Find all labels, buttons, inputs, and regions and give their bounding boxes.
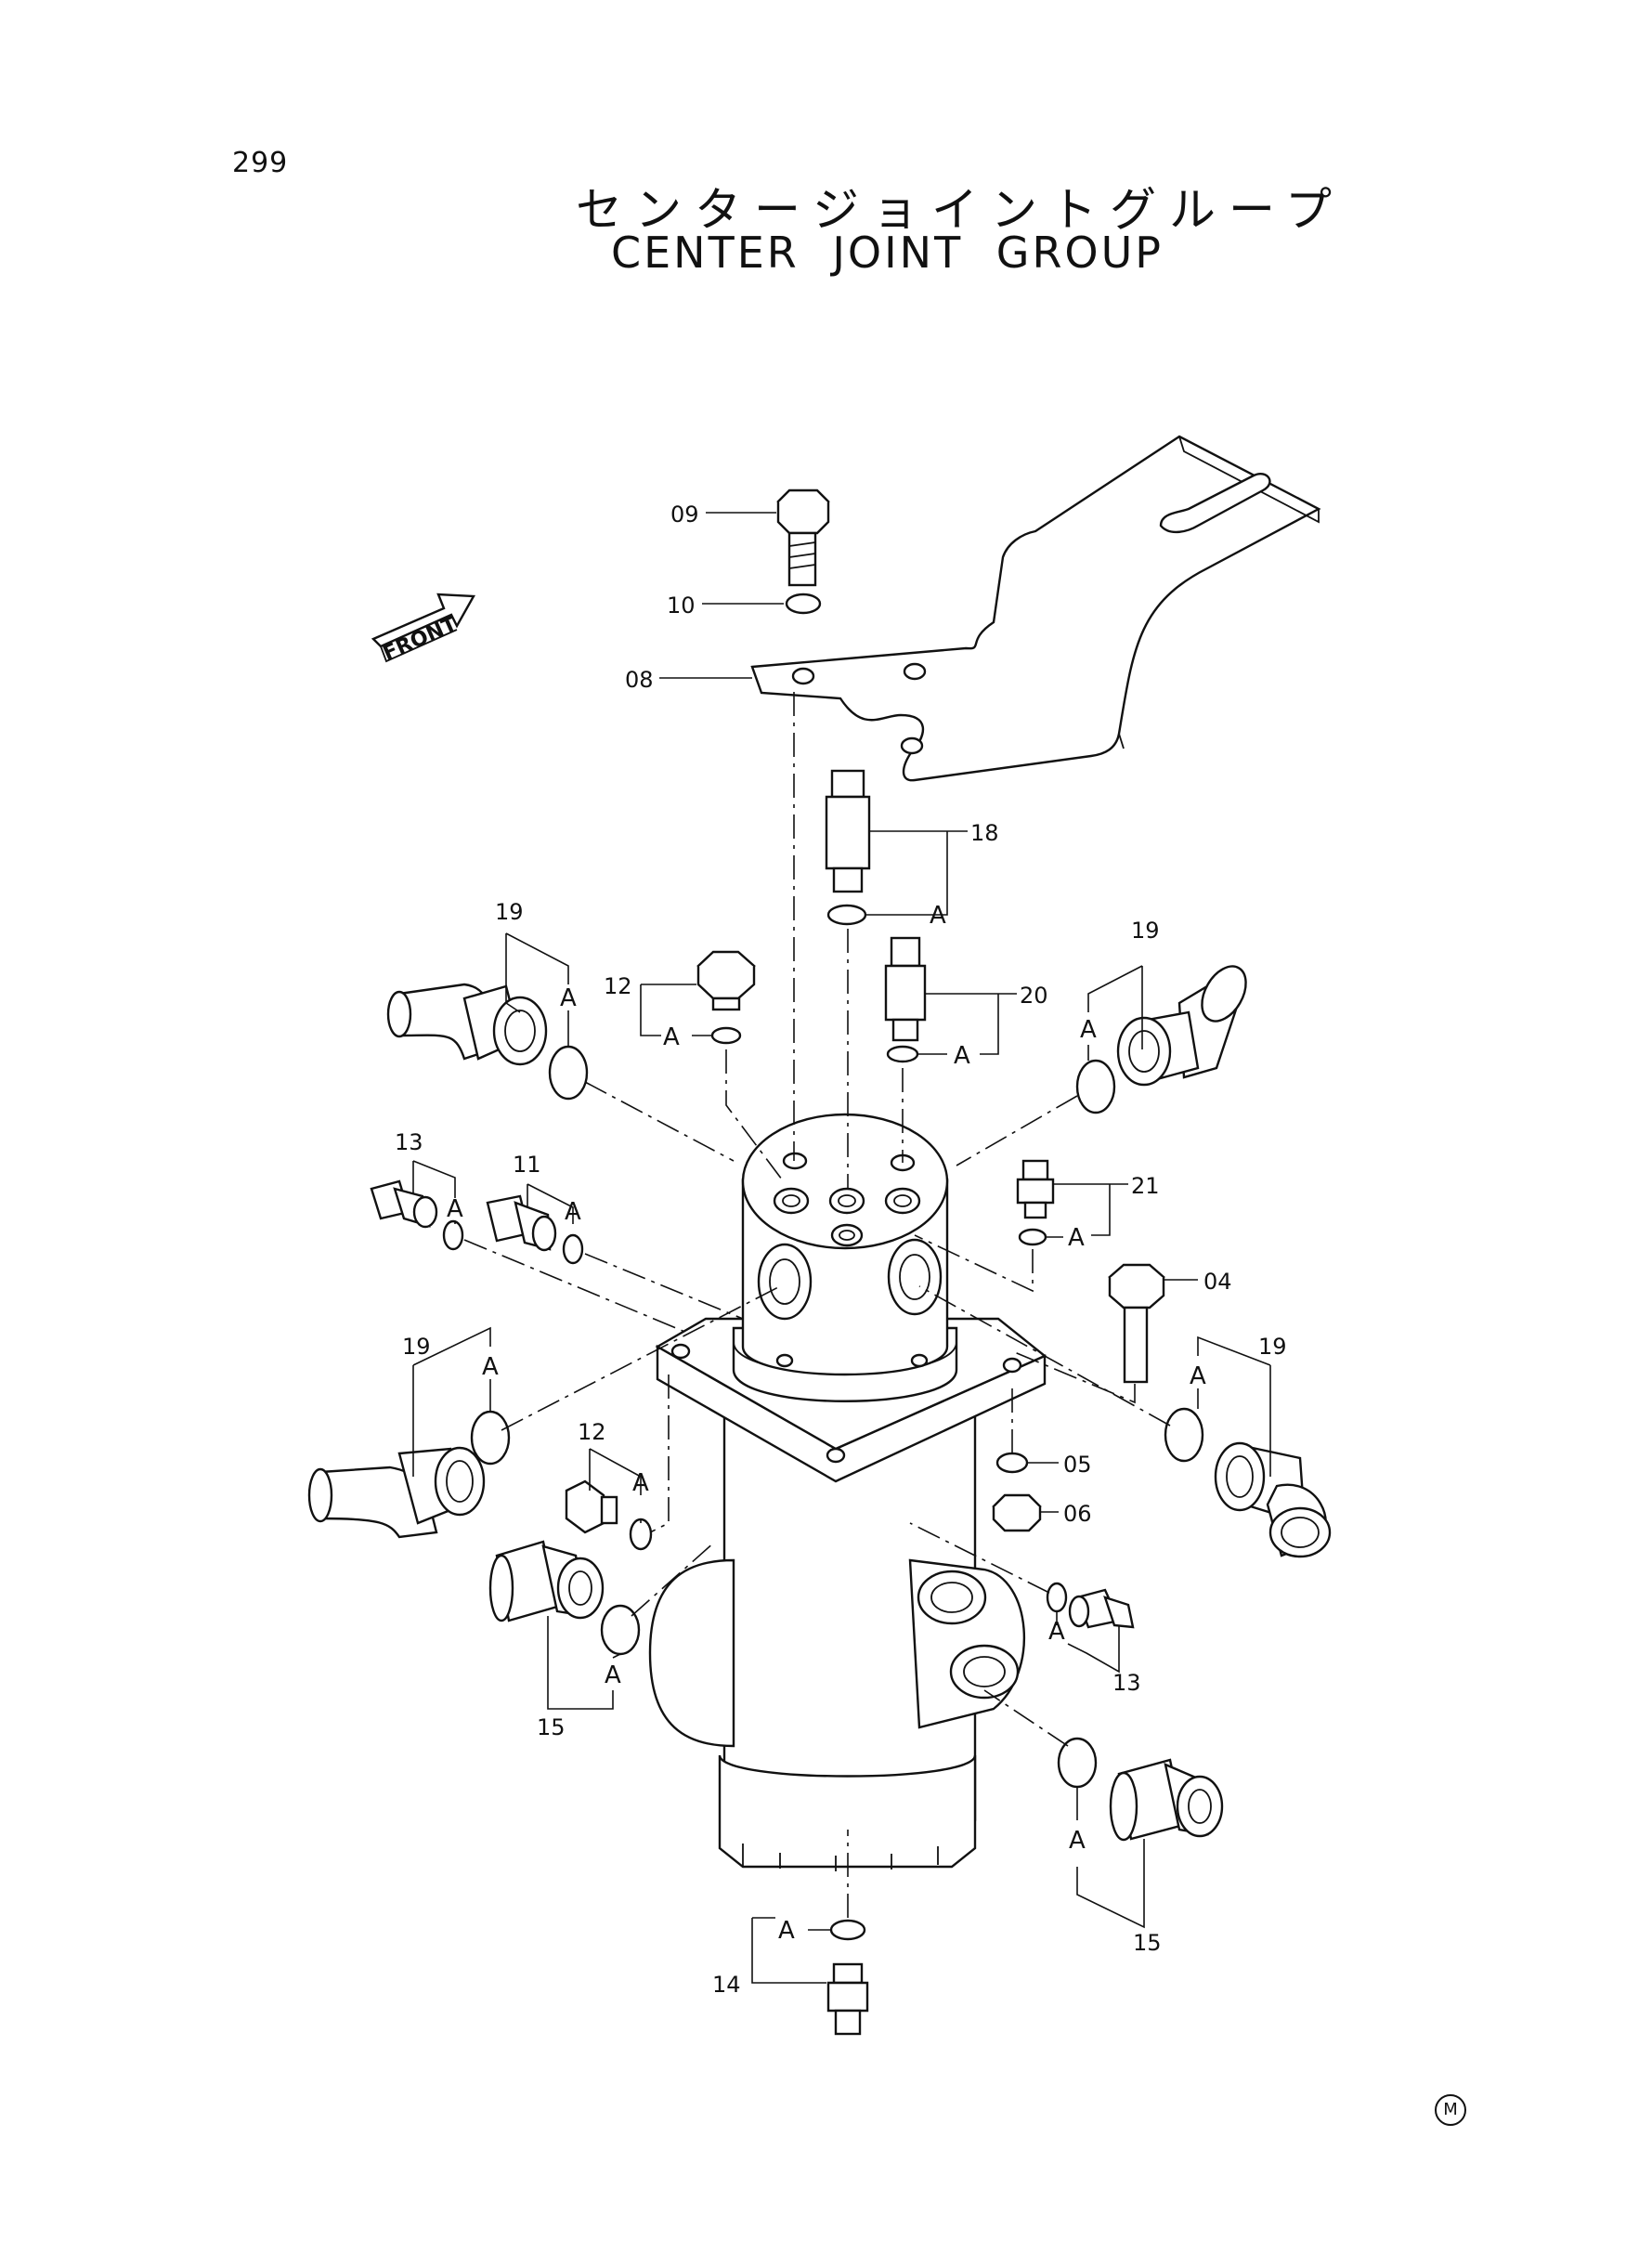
fitting-21 (1016, 1159, 1055, 1219)
callout-10: 10 (667, 593, 696, 619)
ref-a: A (1069, 1827, 1086, 1855)
page-number: 299 (232, 147, 289, 179)
callout-13-right: 13 (1112, 1670, 1141, 1696)
callout-04: 04 (1203, 1269, 1232, 1295)
front-arrow-icon: FRONT (371, 593, 475, 666)
fitting-18 (825, 769, 871, 893)
bolt-09 (776, 489, 830, 587)
callout-14: 14 (712, 1972, 741, 1998)
ref-a: A (482, 1353, 499, 1381)
callout-05: 05 (1063, 1452, 1092, 1478)
ref-a: A (663, 1023, 680, 1051)
ref-a: A (1068, 1224, 1085, 1252)
o-ring-19-ll (470, 1410, 511, 1466)
o-ring-19-lr (1164, 1407, 1204, 1463)
bracket-plate (750, 435, 1321, 782)
plug-12-lower (565, 1479, 618, 1534)
nut-06 (992, 1493, 1042, 1532)
ref-a: A (954, 1042, 970, 1070)
title-english: CENTER JOINT GROUP (611, 228, 1164, 278)
o-ring-19-ul (548, 1045, 589, 1101)
o-ring-13-left (442, 1219, 464, 1251)
callout-06: 06 (1063, 1501, 1092, 1527)
plug-14 (826, 1962, 869, 2036)
callout-11: 11 (513, 1152, 541, 1178)
callout-19-lr: 19 (1258, 1334, 1287, 1360)
o-ring-13-right (1046, 1582, 1068, 1613)
ref-a: A (1080, 1016, 1097, 1044)
center-joint-body (648, 1113, 1047, 1871)
fitting-15-right (1109, 1758, 1224, 1842)
callout-08: 08 (625, 667, 654, 693)
elbow-19-upper-right (1116, 965, 1247, 1087)
fitting-13-right (1068, 1588, 1135, 1629)
washer-05 (995, 1452, 1029, 1474)
ref-a: A (560, 984, 577, 1012)
o-ring-21 (1018, 1228, 1047, 1246)
fitting-15-left (488, 1540, 605, 1622)
assembly-lines (463, 692, 1171, 1918)
ref-a: A (632, 1469, 649, 1497)
elbow-19-upper-left (386, 983, 548, 1066)
ref-a: A (930, 902, 946, 930)
callout-19-ll: 19 (402, 1334, 431, 1360)
callout-15-right: 15 (1133, 1930, 1162, 1956)
detail-ref-labels: A A A A A A A A A A A A A A A (447, 902, 1206, 1945)
callout-12-lower: 12 (578, 1419, 606, 1445)
washer-10 (785, 593, 822, 615)
callout-12-top: 12 (604, 973, 632, 999)
callout-20: 20 (1020, 983, 1048, 1009)
o-ring-12-lower (629, 1518, 653, 1551)
callout-13-left: 13 (395, 1129, 423, 1155)
o-ring-12-top (710, 1026, 742, 1045)
bolt-04 (1108, 1263, 1165, 1384)
o-ring-15-left (600, 1604, 641, 1656)
callout-18: 18 (970, 820, 999, 846)
plug-12-top (696, 950, 756, 1011)
ref-a: A (1048, 1618, 1065, 1646)
fitting-20 (884, 936, 927, 1042)
manufacturer-mark: M (1435, 2094, 1466, 2126)
o-ring-14 (829, 1919, 866, 1941)
o-ring-15-right (1057, 1737, 1098, 1789)
ref-a: A (778, 1917, 795, 1945)
ref-a: A (605, 1661, 621, 1689)
o-ring-11 (562, 1233, 584, 1265)
o-ring-20 (886, 1045, 919, 1063)
title-japanese: センタージョイントグループ (576, 183, 1345, 237)
o-ring-19-ur (1075, 1059, 1116, 1114)
leader-lines (412, 512, 1271, 1984)
elbow-19-lower-left (307, 1446, 486, 1539)
callout-19-ur: 19 (1131, 918, 1160, 944)
callout-15-left: 15 (537, 1714, 566, 1740)
callout-19-ul: 19 (495, 899, 524, 925)
fitting-13-left (370, 1179, 438, 1229)
callout-21: 21 (1131, 1173, 1160, 1199)
ref-a: A (447, 1195, 463, 1223)
ref-a: A (565, 1198, 581, 1226)
callout-labels: 09 10 08 18 19 19 12 20 13 11 21 04 19 1… (395, 502, 1287, 1998)
callout-09: 09 (670, 502, 699, 528)
o-ring-18 (826, 904, 867, 926)
fitting-11 (486, 1194, 557, 1252)
ref-a: A (1190, 1362, 1206, 1390)
elbow-19-lower-right (1214, 1441, 1332, 1558)
